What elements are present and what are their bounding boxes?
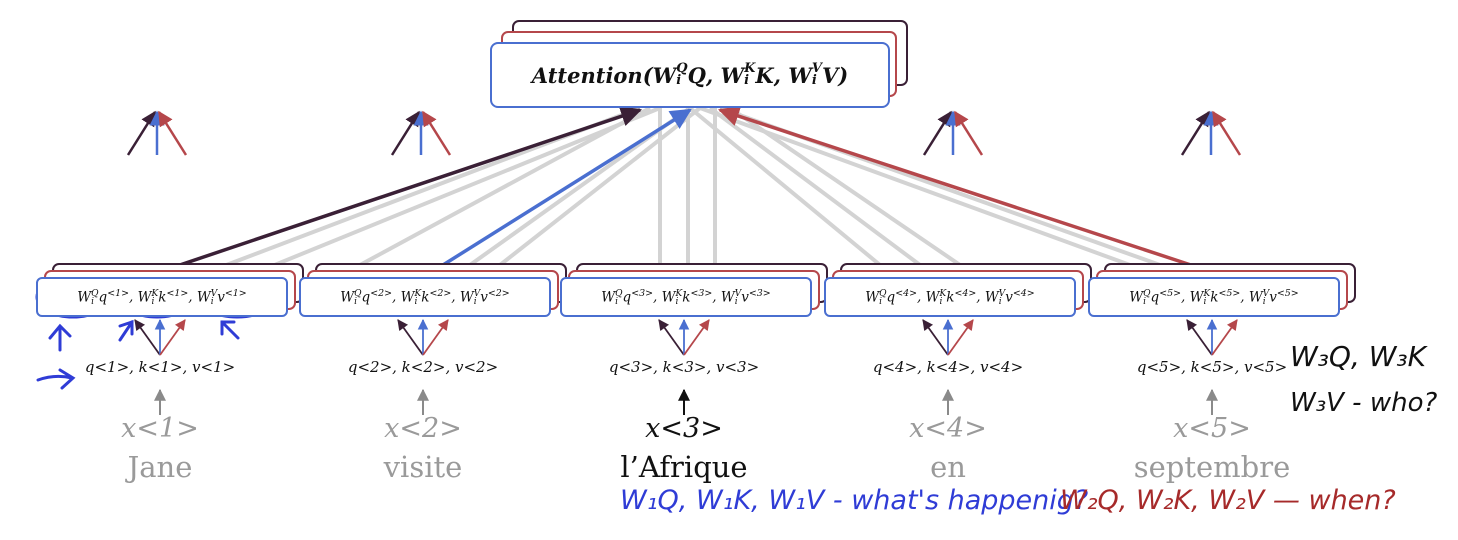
input-x-label: x<2>	[384, 413, 462, 444]
upper-arrows-4	[922, 110, 984, 156]
input-x-label: x<5>	[1173, 413, 1251, 444]
lower-arrows-2	[397, 318, 449, 356]
key-connection	[718, 105, 1201, 270]
note-red: W₂Q, W₂K, W₂V — when?	[1060, 485, 1396, 516]
value-connection	[164, 106, 642, 272]
qkv-label: q<2>, k<2>, v<2>	[347, 358, 499, 376]
handwritten-arrows	[36, 319, 240, 390]
note-blue: W₁Q, W₁K, W₁V - what's happenig?	[620, 485, 1089, 516]
lower-arrows-1	[134, 318, 186, 356]
lower-arrows-5	[1186, 318, 1238, 356]
input-word: visite	[383, 450, 463, 484]
input-x-label: x<4>	[909, 413, 987, 444]
qkv-label: q<4>, k<4>, v<4>	[872, 358, 1024, 376]
qkv-label: q<1>, k<1>, v<1>	[84, 358, 236, 376]
gray-connections	[199, 106, 1161, 277]
sup-v: V	[811, 60, 822, 76]
input-word: en	[930, 450, 966, 484]
query-connection	[434, 108, 692, 272]
upper-arrow-groups	[126, 110, 1242, 156]
sup-q: Q	[676, 60, 688, 76]
upper-arrows-5	[1180, 110, 1242, 156]
input-word: l’Afrique	[620, 450, 748, 484]
lower-arrows-3	[658, 318, 710, 356]
upper-arrows-1	[126, 110, 188, 156]
attention-func: Attention	[531, 62, 643, 88]
note-black-2: W₃V - who?	[1290, 388, 1438, 418]
input-word: septembre	[1133, 450, 1291, 484]
input-x-label: x<3>	[645, 413, 723, 444]
sup-k: K	[744, 60, 756, 76]
lower-arrow-groups	[134, 318, 1238, 356]
input-arrows	[154, 388, 1218, 415]
upper-arrows-2	[390, 110, 452, 156]
note-black-1: W₃Q, W₃K	[1290, 340, 1427, 373]
lower-arrows-4	[922, 318, 974, 356]
qkv-label: q<5>, k<5>, v<5>	[1136, 358, 1288, 376]
input-x-label: x<1>	[121, 413, 199, 444]
input-word: Jane	[127, 450, 193, 484]
qkv-label: q<3>, k<3>, v<3>	[608, 358, 760, 376]
